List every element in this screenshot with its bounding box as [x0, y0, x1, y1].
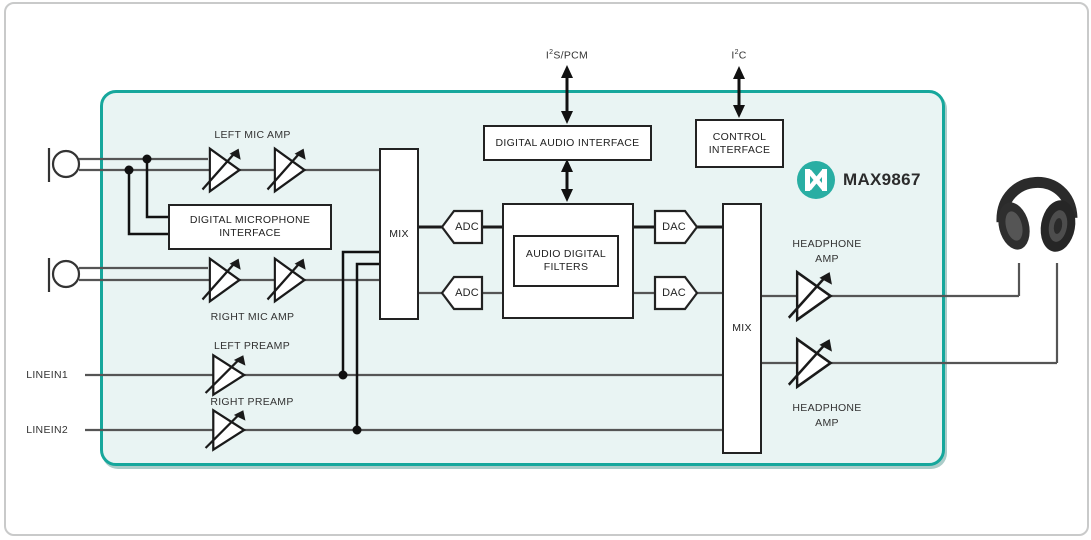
right-mic-amp-label: RIGHT MIC AMP: [210, 311, 295, 323]
filters-label-line2: FILTERS: [543, 261, 589, 273]
headphone-amp-top-label: HEADPHONE AMP: [777, 237, 877, 267]
i2s-bus-arrow: [561, 65, 573, 124]
adc1-label: ADC: [455, 221, 479, 233]
headphones-icon: [996, 177, 1078, 252]
digital-mic-branch-wires: [127, 159, 379, 430]
control-label-line1: CONTROL: [712, 130, 767, 143]
converter-shapes: [440, 209, 699, 311]
filters-label-line1: AUDIO DIGITAL: [525, 248, 607, 260]
dai-label: DIGITAL AUDIO INTERFACE: [495, 136, 640, 149]
hp-bottom-line2: AMP: [815, 417, 839, 429]
hp-bottom-line1: HEADPHONE: [792, 402, 862, 414]
hp-top-line1: HEADPHONE: [792, 238, 862, 250]
i2c-rest: C: [738, 49, 747, 62]
figure-frame: [4, 2, 1089, 536]
control-label-line2: INTERFACE: [708, 143, 771, 156]
maxim-logo-icon: [797, 161, 835, 199]
mix-right-label: MIX: [732, 322, 752, 334]
i2s-base: I: [545, 49, 550, 62]
right-preamp-label: RIGHT PREAMP: [210, 396, 294, 408]
dmi-label-line2: INTERFACE: [219, 227, 281, 239]
left-preamp-label: LEFT PREAMP: [213, 340, 291, 352]
junction-dots: [124, 154, 362, 435]
dmi-label-line1: DIGITAL MICROPHONE: [189, 214, 311, 226]
i2s-sup: 2: [549, 49, 554, 56]
i2s-pcm-port-label: I2S/PCM: [525, 45, 609, 64]
adc1-shape: [440, 209, 484, 245]
linein1-label: LINEIN1: [26, 369, 68, 381]
linein2-label: LINEIN2: [26, 424, 68, 436]
i2s-rest: S/PCM: [553, 49, 589, 62]
adc2-shape: [440, 275, 484, 311]
dac1-shape: [653, 209, 699, 245]
hp-top-line2: AMP: [815, 253, 839, 265]
dac2-shape: [653, 275, 699, 311]
dac2-label: DAC: [662, 287, 686, 299]
dac1-label: DAC: [662, 221, 686, 233]
left-mic-amp-label: LEFT MIC AMP: [214, 129, 291, 141]
adc2-label: ADC: [455, 287, 479, 299]
dai-filters-arrow: [561, 159, 573, 202]
mix-left-label: MIX: [389, 227, 409, 240]
mix-left-block: MIX: [379, 148, 419, 320]
control-interface-block: CONTROL INTERFACE: [695, 119, 784, 168]
headphone-amp-bottom-label: HEADPHONE AMP: [777, 401, 877, 431]
microphone-icon: [47, 258, 81, 292]
i2c-base: I: [731, 49, 735, 62]
mix-right-block: MIX: [722, 203, 762, 454]
digital-audio-interface-block: DIGITAL AUDIO INTERFACE: [483, 125, 652, 161]
audio-digital-filters-block: AUDIO DIGITAL FILTERS: [513, 235, 619, 287]
microphone-icon: [47, 148, 81, 182]
i2c-bus-arrow: [733, 66, 745, 118]
i2c-port-label: I2C: [709, 45, 769, 64]
i2c-sup: 2: [734, 49, 739, 56]
digital-microphone-interface-block: DIGITAL MICROPHONE INTERFACE: [168, 204, 332, 250]
part-number: MAX9867: [843, 170, 921, 189]
